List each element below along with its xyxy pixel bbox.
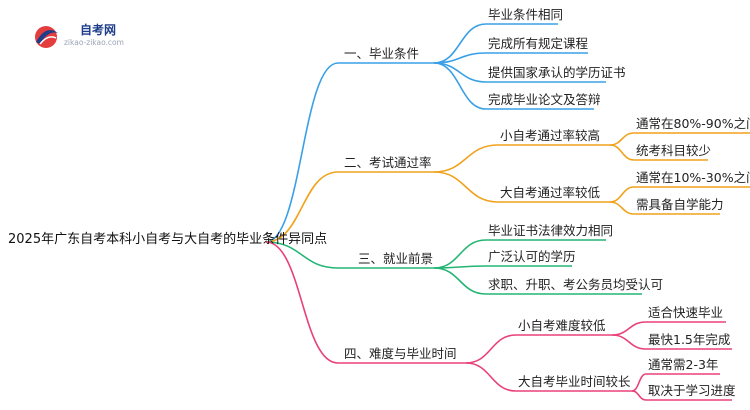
logo-brand: 自考网 — [80, 22, 116, 37]
sub-label-2-2: 大自考通过率较低 — [500, 185, 601, 200]
leaf-label-2-2-1: 通常在10%-30%之间 — [636, 170, 750, 185]
logo-url: zikao-zikao.com — [64, 38, 124, 47]
leaf-label-4-2-1: 通常需2-3年 — [648, 357, 718, 372]
branch-connector-1 — [265, 62, 339, 243]
leaf-connector-2-2-2 — [609, 201, 635, 215]
logo: 自考网 zikao-zikao.com — [35, 22, 124, 48]
leaf-connector-2-1-2 — [609, 144, 635, 161]
branch-label-3: 三、就业前景 — [358, 251, 433, 266]
sub-connector-1-3 — [433, 62, 487, 83]
leaf-connector-4-2-1 — [631, 373, 647, 392]
sub-connector-3-3 — [433, 267, 487, 295]
leaf-connector-4-1-1 — [611, 321, 647, 336]
labels: 一、毕业条件 毕业条件相同完成所有规定课程提供国家承认的学历证书完成毕业论文及答辩… — [344, 7, 750, 398]
sub-label-3-1: 毕业证书法律效力相同 — [488, 223, 613, 238]
sub-label-4-2: 大自考毕业时间较长 — [518, 374, 631, 389]
leaf-label-4-1-1: 适合快速毕业 — [648, 305, 723, 320]
leaf-connector-4-1-2 — [611, 334, 647, 350]
leaf-label-4-2-2: 取决于学习进度 — [648, 383, 736, 398]
sub-label-1-1: 毕业条件相同 — [488, 7, 563, 22]
sub-label-2-1: 小自考通过率较高 — [500, 128, 600, 143]
sub-connector-4-1 — [465, 334, 517, 364]
leaf-connector-4-2-2 — [631, 390, 647, 401]
branch-label-2: 二、考试通过率 — [344, 155, 432, 170]
branch-label-1: 一、毕业条件 — [344, 46, 419, 61]
branch-connector-3 — [265, 241, 339, 269]
sub-label-1-4: 完成毕业论文及答辩 — [488, 92, 601, 107]
root-topic: 2025年广东自考本科小自考与大自考的毕业条件异同点 — [8, 231, 327, 247]
sub-label-3-2: 广泛认可的学历 — [488, 249, 576, 264]
leaf-label-2-1-1: 通常在80%-90%之间 — [636, 116, 750, 131]
leaf-label-2-1-2: 统考科目较少 — [636, 143, 711, 158]
sub-label-3-3: 求职、升职、考公务员均受认可 — [488, 277, 663, 292]
leaf-label-2-2-2: 需具备自学能力 — [636, 197, 724, 212]
branch-connector-2 — [265, 171, 339, 243]
sub-connector-4-2 — [465, 362, 517, 392]
sub-connector-2-2 — [433, 171, 499, 203]
logo-mark-icon — [35, 26, 58, 48]
leaf-connector-2-2-1 — [609, 186, 635, 203]
sub-connector-1-4 — [433, 62, 487, 110]
leaf-connector-2-1-1 — [609, 132, 635, 146]
branch-connector-4 — [265, 241, 339, 364]
sub-label-1-3: 提供国家承认的学历证书 — [488, 65, 626, 80]
branch-label-4: 四、难度与毕业时间 — [344, 346, 457, 361]
leaf-label-4-1-2: 最快1.5年完成 — [648, 332, 730, 347]
sub-label-1-2: 完成所有规定课程 — [488, 36, 589, 51]
sub-label-4-1: 小自考难度较低 — [518, 318, 606, 333]
sub-connector-3-1 — [433, 239, 487, 269]
sub-connector-2-1 — [433, 144, 499, 173]
connectors — [265, 23, 750, 401]
